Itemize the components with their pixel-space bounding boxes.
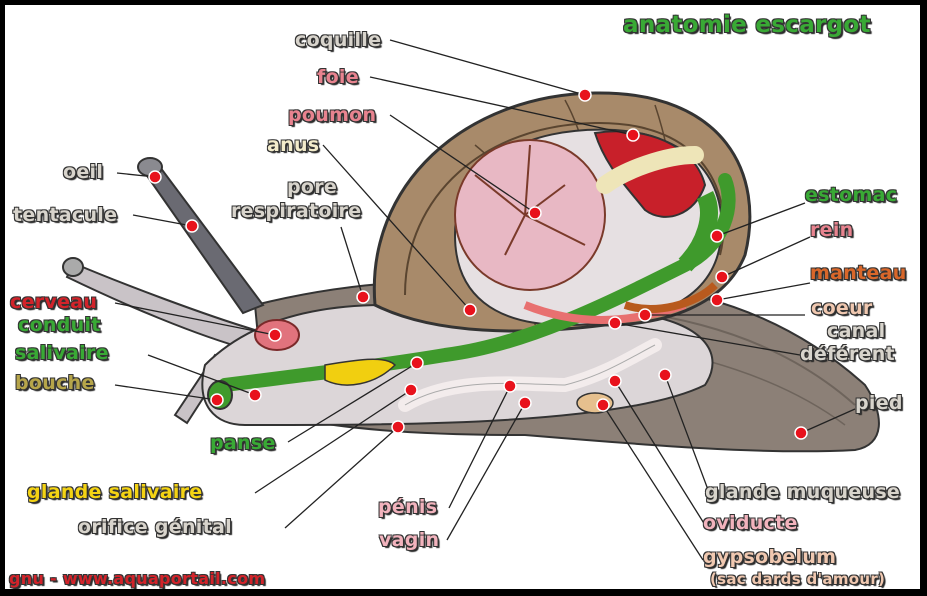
label-glande-muqueuse: glande muqueuse xyxy=(705,482,900,502)
label-cerveau: cerveau xyxy=(10,292,97,312)
label-rein: rein xyxy=(810,220,854,240)
label-tentacule: tentacule xyxy=(13,205,117,225)
label-anus: anus xyxy=(267,135,319,155)
label-foie: foie xyxy=(317,67,359,87)
label-orifice-genital: orifice génital xyxy=(78,517,232,537)
label-pore: pore xyxy=(287,177,337,197)
label-penis: pénis xyxy=(378,497,437,517)
upper-tentacle xyxy=(143,163,263,313)
label-bouche: bouche xyxy=(15,373,95,393)
label-pied: pied xyxy=(855,393,903,413)
label-manteau: manteau xyxy=(810,263,907,283)
label-gypsobelum: gypsobelum xyxy=(703,547,836,567)
label-oviducte: oviducte xyxy=(703,513,798,533)
label-glande-salivaire: glande salivaire xyxy=(27,482,203,502)
diagram-title: anatomie escargot xyxy=(623,15,871,35)
label-oeil: oeil xyxy=(63,162,103,182)
label-canal: canal xyxy=(827,321,885,341)
label-coquille: coquille xyxy=(295,30,381,50)
label-estomac: estomac xyxy=(805,185,897,205)
label-panse: panse xyxy=(210,433,276,453)
label-deferent: déférent xyxy=(800,344,895,364)
label-sac-dards: (sac dards d'amour) xyxy=(710,569,885,589)
diagram-frame: anatomie escargot coquille foie poumon a… xyxy=(5,5,920,589)
label-conduit: conduit xyxy=(18,315,101,335)
label-vagin: vagin xyxy=(379,530,439,550)
label-coeur: coeur xyxy=(811,298,873,318)
label-salivaire: salivaire xyxy=(15,343,109,363)
credit-text: gnu - www.aquaportail.com xyxy=(9,569,265,589)
label-respiratoire: respiratoire xyxy=(231,201,361,221)
label-poumon: poumon xyxy=(288,105,376,125)
